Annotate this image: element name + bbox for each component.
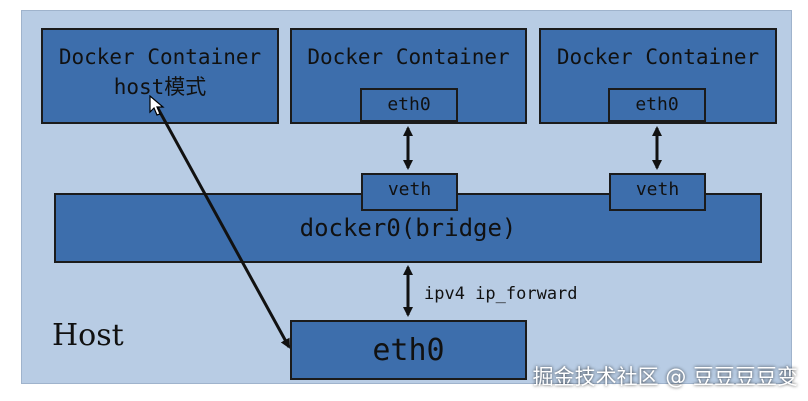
host-eth0-label: eth0 (372, 332, 445, 368)
container-mode-label: host模式 (113, 75, 207, 99)
veth-label: veth (635, 179, 680, 200)
docker-container-bridge-2: Docker Container (539, 28, 777, 124)
container-title: Docker Container (556, 45, 760, 69)
host-mode-arrow (153, 102, 291, 349)
container-eth0-2: eth0 (608, 88, 706, 122)
veth-1: veth (361, 173, 458, 211)
host-eth0: eth0 (290, 320, 527, 380)
eth0-label: eth0 (387, 94, 431, 115)
ip-forward-label: ipv4 ip_forward (424, 284, 578, 304)
container-title: Docker Container (58, 45, 262, 69)
eth0-label: eth0 (635, 94, 679, 115)
veth-2: veth (609, 173, 706, 211)
host-label: Host (52, 318, 124, 353)
docker-container-host-mode: Docker Container host模式 (41, 28, 279, 124)
veth-label: veth (387, 179, 432, 200)
watermark: 掘金技术社区 @ 豆豆豆豆变 (532, 365, 798, 389)
container-title: Docker Container (307, 45, 510, 69)
container-eth0-1: eth0 (360, 88, 458, 122)
bridge-label: docker0(bridge) (299, 214, 517, 242)
mouse-pointer-icon (149, 95, 165, 116)
